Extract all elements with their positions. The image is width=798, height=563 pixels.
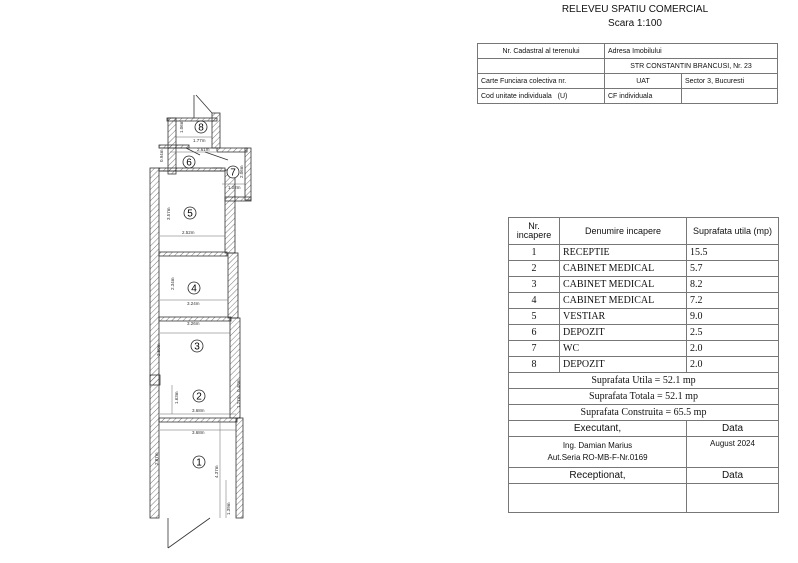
room-number: 1: [196, 458, 202, 469]
dim-1-width: 3.68m: [192, 430, 205, 435]
drawing-title: RELEVEU SPATIU COMERCIAL: [561, 4, 709, 15]
room-number: 2: [196, 392, 202, 403]
room-labels: 1 2 3 4 5 6 7 8: [182, 120, 240, 469]
cf-label: CF individuala: [604, 88, 682, 104]
dimension-lines: [160, 136, 245, 518]
room-number-circle: [226, 165, 240, 179]
room-number-circle: [194, 120, 208, 134]
room-number-circle: [183, 206, 197, 220]
dim-3-left: 2.50m: [156, 343, 161, 356]
data-value: August 2024: [686, 436, 779, 468]
room-number-circle: [187, 281, 201, 295]
cod-unitate-label: Cod unitate individuala (U): [477, 88, 605, 104]
dim-5-left: 3.57m: [166, 207, 171, 220]
cf-value: [681, 88, 778, 104]
room-number-circle: [192, 455, 206, 469]
room-number: 4: [191, 284, 197, 295]
dim-2-width: 3.68m: [192, 408, 205, 413]
room-area: 2.0: [686, 340, 779, 357]
dim-6-left: 0.94m: [159, 149, 164, 162]
dimension-labels: 3.68m 2.87m 4.37m 1.39m 3.68m 1.63m 1.27…: [154, 120, 244, 515]
room-number-circle: [190, 339, 204, 353]
room-number: 7: [230, 168, 236, 179]
dim-2-top: 0.48m: [236, 379, 241, 392]
door-outlines: [159, 94, 229, 549]
room-number: 6: [186, 158, 192, 169]
col-area-header: Suprafata utila (mp): [686, 217, 779, 245]
dim-7-width: 1.02m: [228, 185, 241, 190]
rooms-table: Nr. incapere Denumire incapere Suprafata…: [508, 217, 779, 513]
dim-3-width: 3.26m: [187, 321, 200, 326]
dim-8-left: 1.06m: [179, 120, 184, 133]
dim-1-left: 2.87m: [154, 452, 159, 465]
room-number: 5: [187, 209, 193, 220]
col-nr-header: Nr. incapere: [508, 217, 560, 245]
dim-8-width: 1.77m: [193, 138, 206, 143]
dim-7-right: 2.06m: [239, 165, 244, 178]
room-number-circle: [192, 389, 206, 403]
drawing-scale: Scara 1:100: [608, 18, 662, 29]
info-table: Nr. Cadastral al terenului Adresa Imobil…: [477, 43, 778, 104]
room-number: 8: [198, 123, 204, 134]
dim-2-right: 1.27m: [236, 395, 241, 408]
walls: [149, 112, 252, 519]
room-number: 3: [194, 342, 200, 353]
dim-5-width: 2.52m: [182, 230, 195, 235]
dim-2-left: 1.63m: [174, 391, 179, 404]
dim-4-width: 3.24m: [187, 301, 200, 306]
dim-4-left: 2.34m: [170, 277, 175, 290]
dim-1-mid: 4.37m: [214, 465, 219, 478]
room-number-circle: [182, 155, 196, 169]
dim-6-width: 2.61m: [197, 147, 210, 152]
receptionat-data-value: [686, 483, 779, 513]
dim-1-right: 1.39m: [226, 502, 231, 515]
